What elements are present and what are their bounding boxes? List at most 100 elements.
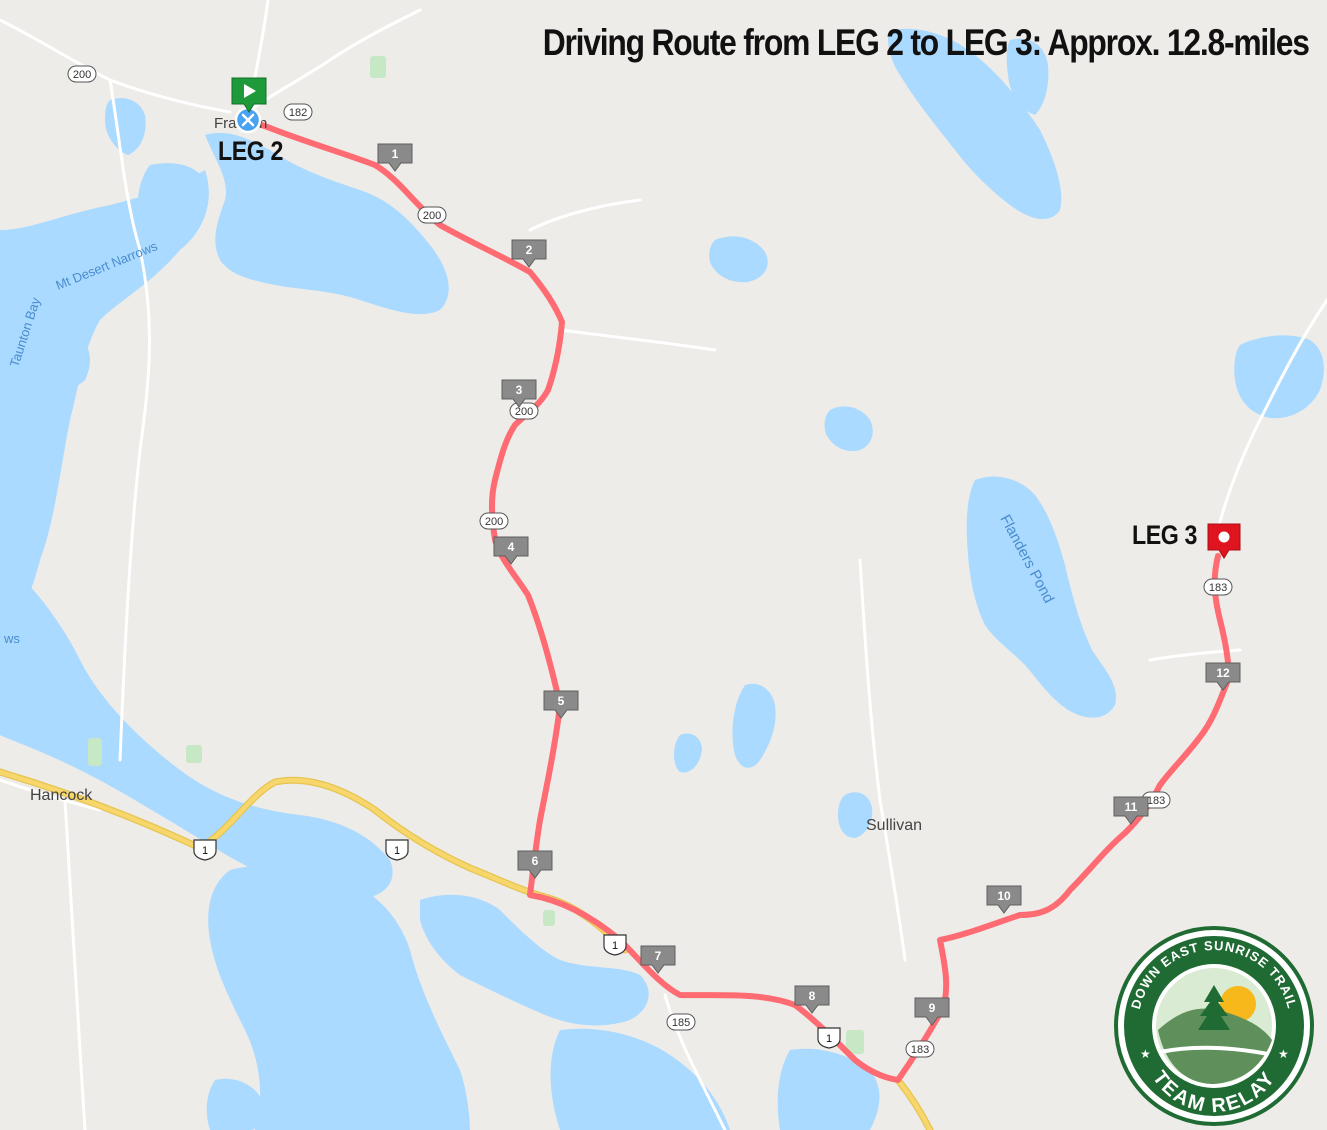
water-northeast-lake-2 [1006,38,1049,115]
road-hancock-south [63,798,87,1130]
end-label-leg-3: LEG 3 [1132,520,1197,550]
state-route-shield: 200 [509,402,539,420]
road-west-route [108,78,151,762]
mile-marker-number: 5 [558,694,565,708]
water-west-channel [0,560,393,900]
park-a [370,56,386,78]
start-marker[interactable] [231,77,267,134]
mile-marker-number: 3 [516,383,523,397]
water-layer [0,28,1324,1130]
team-relay-logo: DOWN EAST SUNRISE TRAIL TEAM RELAY ★ ★ [1114,926,1314,1126]
water-lake-sc-1 [732,683,776,768]
water-pond-c [1234,335,1324,419]
end-marker[interactable] [1207,523,1241,559]
shield-number: 200 [485,516,503,528]
mile-marker-number: 11 [1125,800,1138,814]
road-182-north [246,8,422,114]
water-south-bay-lower [550,1028,730,1130]
shield-number: 1 [394,845,400,857]
map-title: Driving Route from LEG 2 to LEG 3: Appro… [542,22,1310,63]
road-hancock-west [0,778,102,812]
mile-marker[interactable]: 7 [640,945,676,974]
road-east-north [1213,298,1327,542]
mile-marker[interactable]: 5 [543,690,579,719]
park-c [186,745,202,763]
shield-number: 185 [672,1017,690,1029]
water-franklin-bay [205,132,449,315]
road-east-spur [1148,648,1242,662]
mile-marker-number: 10 [997,889,1011,903]
shield-number: 200 [515,406,533,418]
state-route-shield: 183 [905,1040,935,1058]
state-route-shield: 200 [417,206,447,224]
shield-number: 183 [1147,795,1165,807]
water-northeast-lake [888,28,1062,220]
us-route-shield: 1 [385,839,409,861]
state-route-shield: 185 [666,1013,696,1031]
shield-number: 200 [423,210,441,222]
mile-marker-number: 8 [809,989,816,1003]
start-label-leg-2: LEG 2 [218,136,283,166]
road-sullivan-north [858,558,907,962]
tree-icon [1198,985,1230,1030]
highway-us1-east-fill [895,1077,933,1130]
park-b [88,738,102,766]
mile-marker-number: 6 [532,854,539,868]
mile-marker[interactable]: 8 [794,985,830,1014]
water-south-bay [208,864,470,1130]
mile-marker[interactable]: 1 [377,143,413,172]
road-east-west-mid [558,328,717,352]
mile-marker[interactable]: 11 [1113,796,1149,825]
us-route-shield: 1 [603,934,627,956]
water-taunton-bay [0,170,209,650]
sun-icon [1220,986,1256,1022]
water-south-east-inlet [777,1048,880,1130]
mile-marker[interactable]: 9 [914,997,950,1026]
water-label-cut-off: ws [3,631,20,646]
us-route-shield: 1 [193,839,217,861]
mile-marker-number: 12 [1216,666,1230,680]
shield-number: 1 [612,940,618,952]
shield-number: 183 [1209,582,1227,594]
us-route-shield: 1 [817,1027,841,1049]
logo-trail [1159,1045,1269,1056]
play-icon [244,84,256,98]
state-route-shield: 200 [479,512,509,530]
mile-marker[interactable]: 2 [511,239,547,268]
mile-marker-number: 1 [392,147,399,161]
logo-star-right-icon: ★ [1278,1047,1289,1061]
mile-marker-layer: 1 2 3 4 5 6 7 [377,143,1241,1026]
mile-marker[interactable]: 12 [1205,662,1241,691]
start-location-cross-icon [241,113,255,127]
water-pond-a [709,236,768,283]
mile-marker[interactable]: 3 [501,379,537,408]
park-e [543,910,555,926]
state-route-shield: 182 [283,103,313,121]
water-lake-sc-2 [674,733,702,773]
park-layer [88,56,864,1054]
road-sc-spur [528,198,642,232]
park-d [846,1030,864,1054]
shield-number: 182 [289,107,307,119]
mile-marker[interactable]: 6 [517,850,553,879]
shield-number: 1 [826,1033,832,1045]
mile-marker-number: 4 [508,540,515,554]
place-label-hancock: Hancock [30,787,93,804]
water-lake-sc-3 [838,792,873,838]
mile-marker[interactable]: 4 [493,536,529,565]
water-south-bay-east [420,894,649,1026]
shield-number: 1 [202,845,208,857]
shield-layer: 200 182 200 200 200 183 [67,65,1233,1058]
state-route-shield: 200 [67,65,97,83]
place-label-sullivan: Sullivan [866,817,922,834]
mile-marker[interactable]: 10 [986,885,1022,914]
water-hancock-pond [206,1078,264,1130]
shield-number: 200 [73,69,91,81]
water-pond-b [824,406,873,452]
mile-marker-number: 2 [526,243,533,257]
shield-number: 183 [911,1044,929,1056]
state-route-shield: 183 [1203,578,1233,596]
